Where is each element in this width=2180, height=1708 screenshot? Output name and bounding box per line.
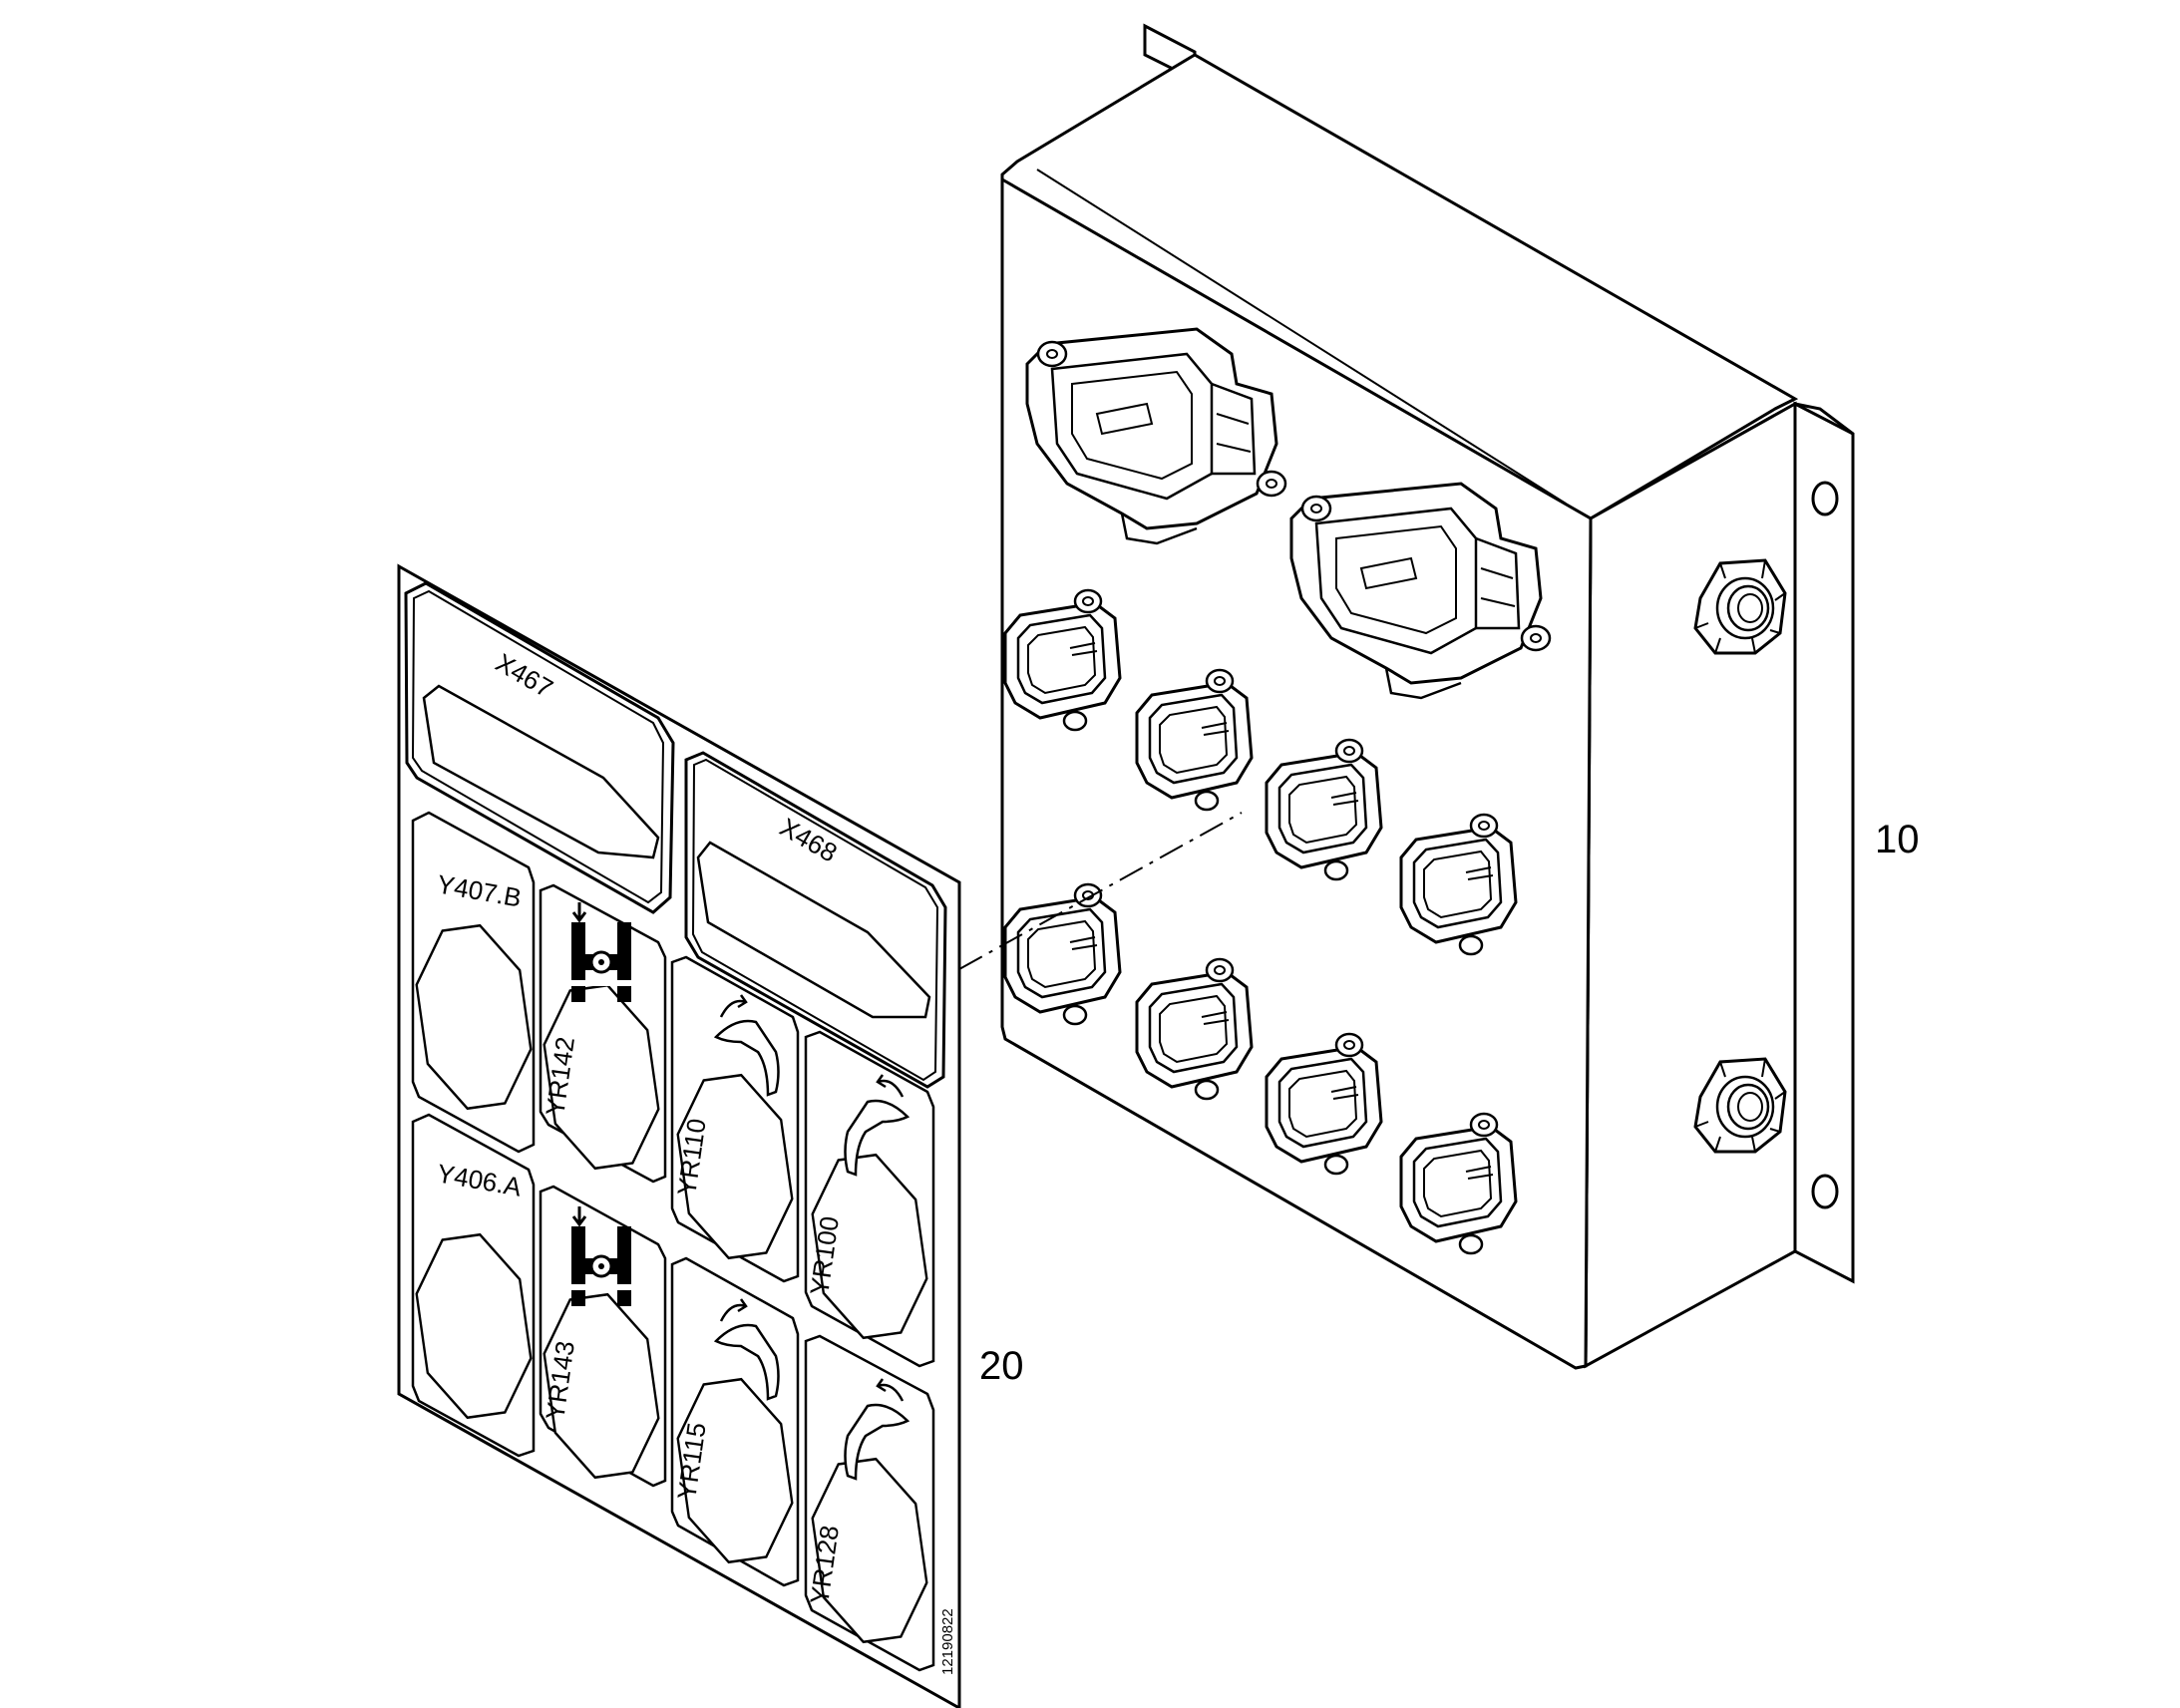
mounting-hole <box>1811 1174 1839 1209</box>
electrical-module <box>1000 23 1855 1370</box>
decal-sheet: X467 X468 Y407.B YR142 YR110 YR100 Y406.… <box>397 563 961 1708</box>
callout-10: 10 <box>1875 818 1920 861</box>
leader-line <box>958 812 1243 970</box>
mounting-hole <box>1811 481 1839 516</box>
callout-20: 20 <box>979 1344 1024 1388</box>
decal-part-number: 12190822 <box>939 1608 956 1675</box>
